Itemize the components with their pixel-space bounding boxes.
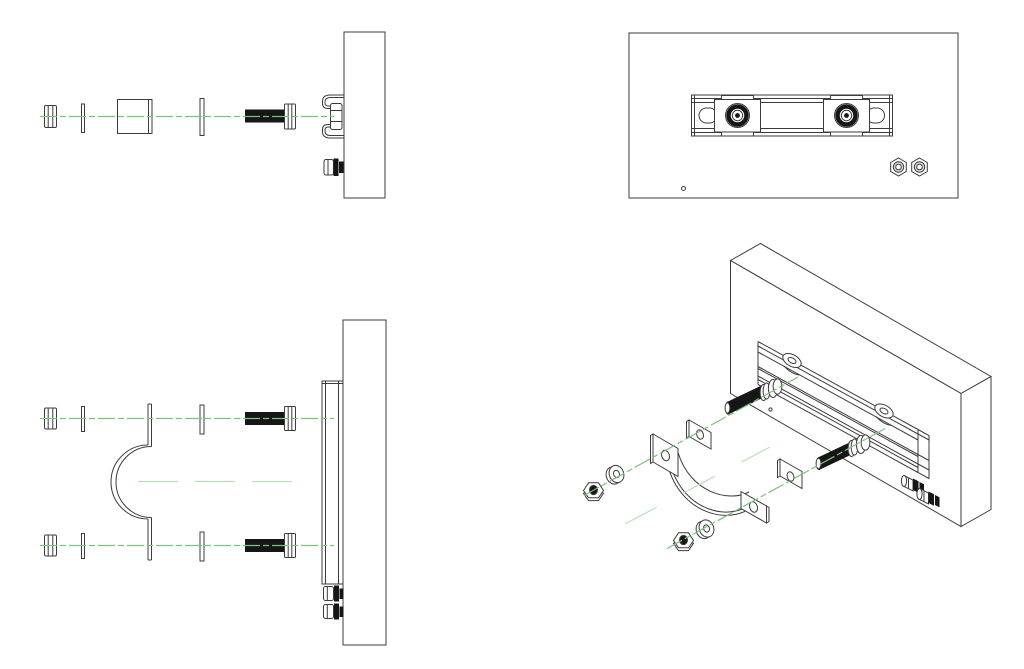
- pilot-hole: [681, 186, 686, 191]
- pipe-axis-centerline: [624, 446, 771, 525]
- view-front-rail: [628, 32, 959, 199]
- hex-nut: [582, 482, 605, 502]
- pipe-saddle-clamp: [650, 433, 770, 524]
- stud-with-nut: [323, 603, 344, 620]
- square-plate: [686, 419, 712, 450]
- pilot-hole: [768, 407, 773, 412]
- strut-channel-section: [322, 94, 344, 139]
- centerline: [666, 427, 887, 550]
- stud-with-nut: [900, 474, 924, 495]
- view-side-rail-mount: [40, 31, 386, 199]
- pipe-clamp-bracket: [110, 403, 152, 561]
- mounting-panel: [343, 31, 386, 199]
- centerline: [583, 376, 799, 497]
- mounting-panel: [342, 319, 387, 646]
- strut-channel: [757, 341, 930, 480]
- bolt-with-washer: [725, 103, 750, 128]
- flat-washer: [199, 404, 205, 435]
- flat-washer: [605, 464, 625, 485]
- hex-nut: [911, 157, 928, 177]
- flat-washer: [199, 531, 205, 562]
- view-isometric-exploded: [582, 242, 993, 552]
- flat-washer: [695, 519, 715, 540]
- view-side-pipe-clamp: [40, 319, 387, 646]
- flat-washer: [81, 103, 85, 133]
- hex-nut: [672, 532, 695, 552]
- stud-with-nut: [323, 585, 344, 602]
- channel-slot-nut: [874, 403, 894, 426]
- hex-nut: [890, 157, 907, 177]
- clamp-flange: [740, 490, 770, 524]
- bolt-with-washer: [834, 103, 859, 128]
- channel-end-cap: [917, 428, 930, 480]
- stud-with-nut: [916, 487, 940, 508]
- clamp-flange: [650, 433, 679, 478]
- square-plate: [777, 458, 803, 490]
- stud-with-nut: [323, 158, 344, 176]
- strut-rail: [321, 380, 344, 585]
- channel-slot-nut: [782, 352, 802, 376]
